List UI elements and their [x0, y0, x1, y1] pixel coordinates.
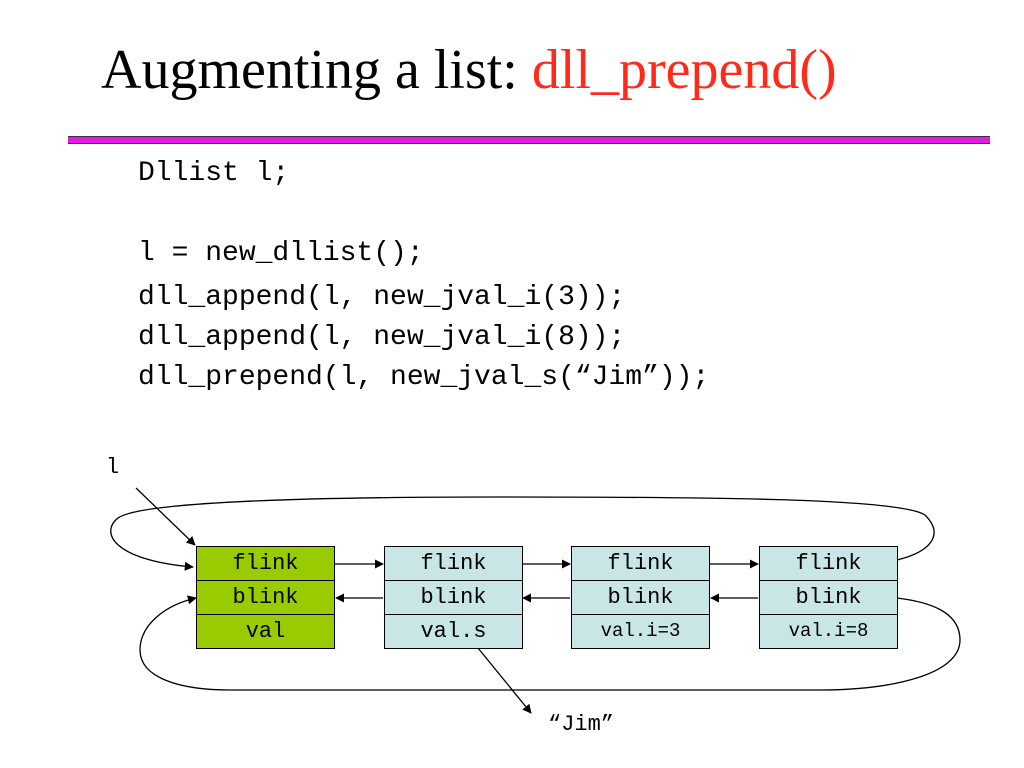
title-main: Augmenting a list:: [101, 39, 532, 101]
node-field-val: val: [197, 615, 334, 648]
node-field-blink: blink: [197, 581, 334, 615]
flink-wrap-arrow: [110, 496, 935, 571]
node-field-blink: blink: [572, 581, 709, 615]
node-field-val: val.i=8: [760, 615, 897, 648]
code-line-5: dll_append(l, new_jval_i(8));: [138, 322, 626, 353]
blink-wrap-arrow: [139, 595, 961, 691]
slide-title: Augmenting a list: dll_prepend(): [101, 42, 837, 98]
list-pointer-arrow: [135, 487, 196, 546]
string-value-label: “Jim”: [548, 712, 615, 737]
list-node-2: flink blink val.i=3: [571, 546, 710, 649]
node-field-flink: flink: [572, 547, 709, 581]
list-node-3: flink blink val.i=8: [759, 546, 898, 649]
node-field-val: val.s: [385, 615, 522, 648]
node-field-flink: flink: [197, 547, 334, 581]
list-variable-label: l: [106, 455, 120, 480]
node-field-flink: flink: [760, 547, 897, 581]
node-field-blink: blink: [760, 581, 897, 615]
title-divider: [68, 136, 990, 144]
code-line-6: dll_prepend(l, new_jval_s(“Jim”));: [138, 362, 710, 393]
node-field-flink: flink: [385, 547, 522, 581]
list-node-sentinel: flink blink val: [196, 546, 335, 649]
code-line-4: dll_append(l, new_jval_i(3));: [138, 282, 626, 313]
code-line-1: Dllist l;: [138, 158, 290, 189]
node-field-val: val.i=3: [572, 615, 709, 648]
title-function-name: dll_prepend(): [531, 39, 837, 101]
string-pointer-arrow: [477, 647, 532, 714]
code-line-3: l = new_dllist();: [138, 238, 424, 269]
list-node-1: flink blink val.s: [384, 546, 523, 649]
node-field-blink: blink: [385, 581, 522, 615]
